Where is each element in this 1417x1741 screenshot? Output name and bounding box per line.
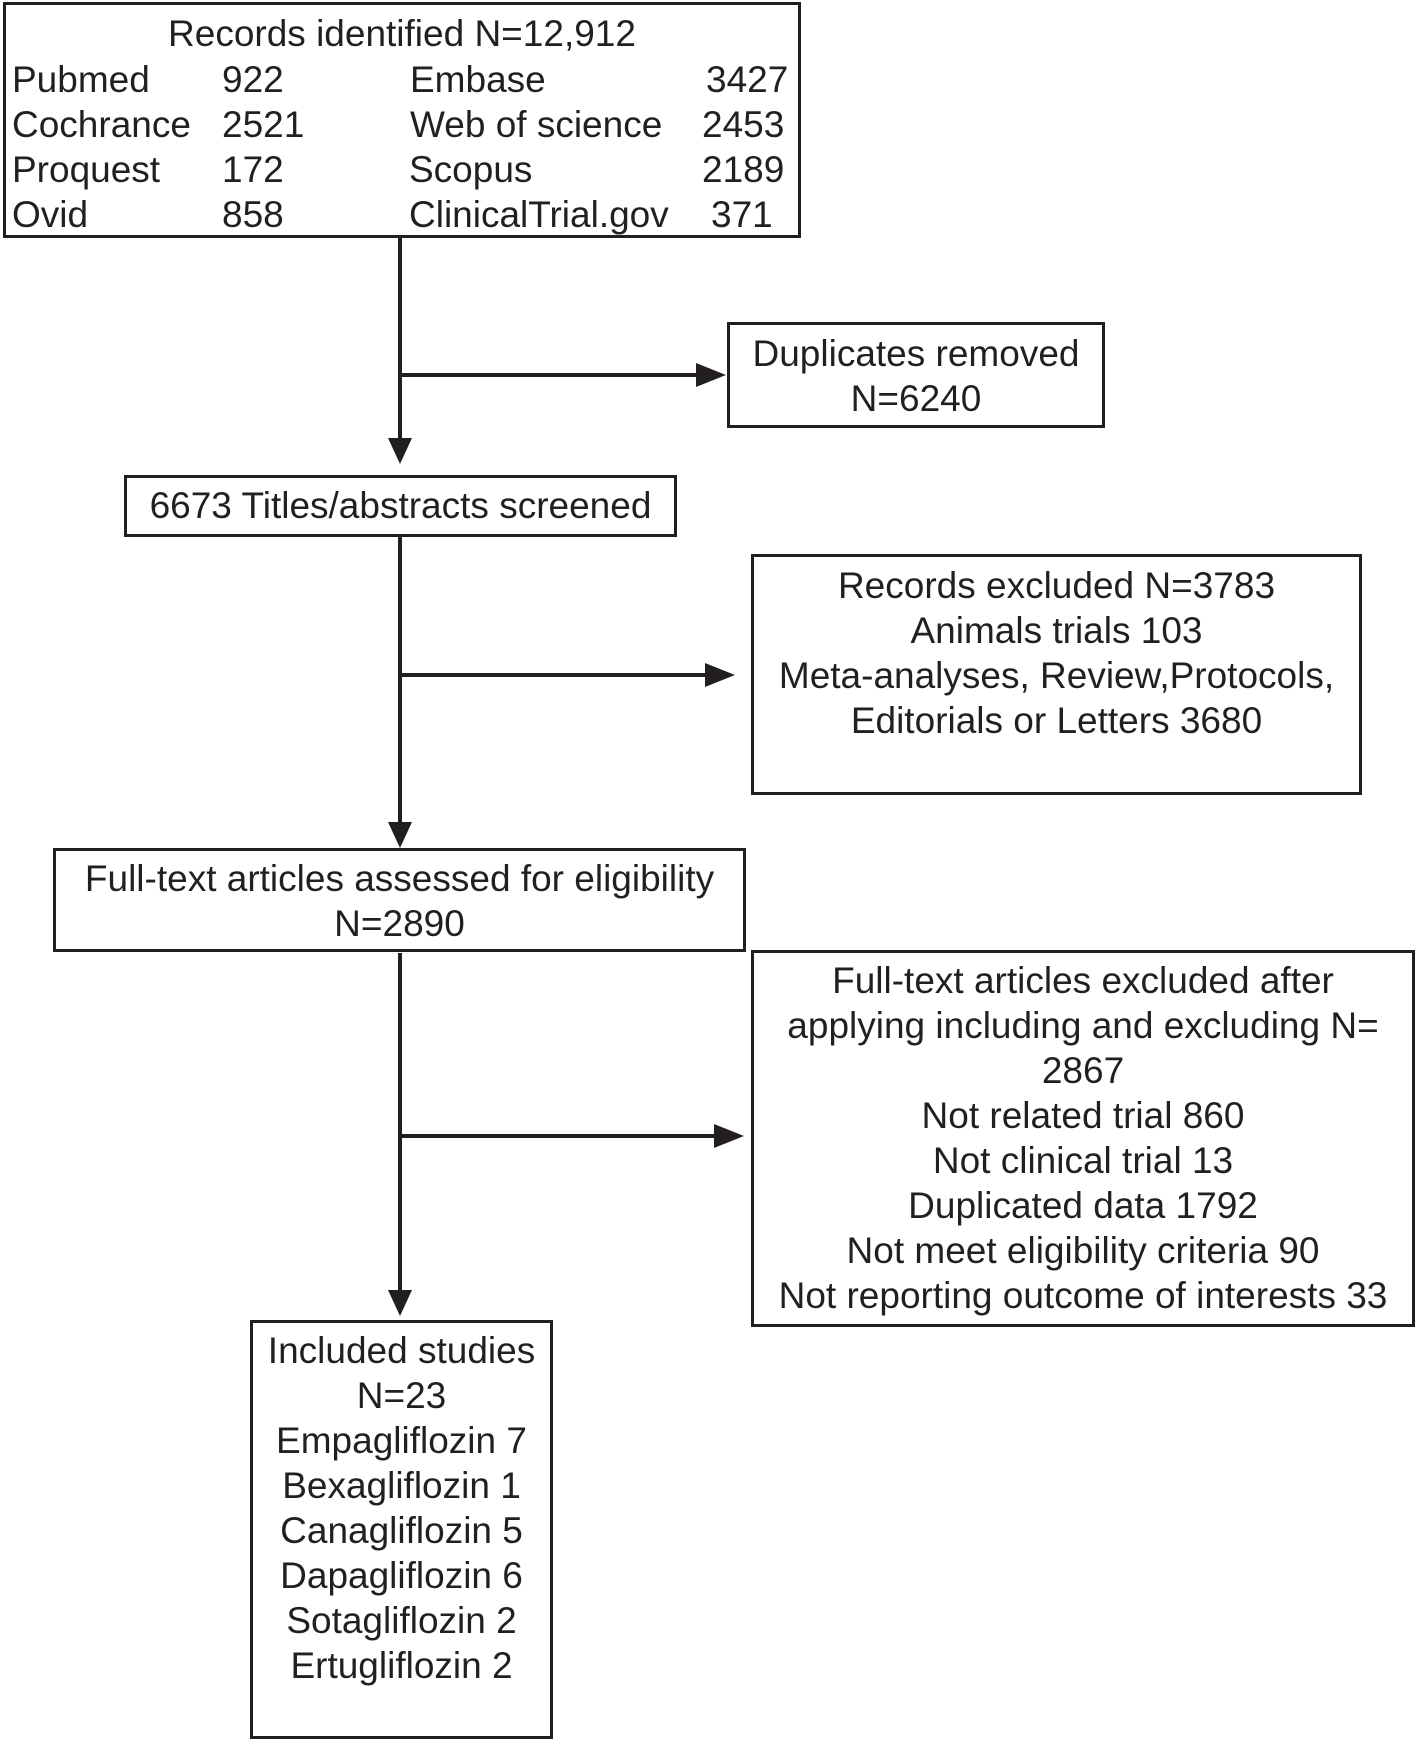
records-excluded-line: Meta-analyses, Review,Protocols,	[778, 655, 1335, 696]
source-name: Ovid	[12, 194, 89, 235]
branch-line-full-text-excluded	[400, 1134, 714, 1138]
source-count: 2189	[702, 149, 785, 190]
records-excluded-line: Animals trials 103	[910, 610, 1203, 651]
source-count: 2453	[702, 104, 785, 145]
duplicates-removed-count: N=6240	[850, 378, 982, 419]
arrow-to-full-text-excluded	[714, 1124, 744, 1148]
flow-line-2	[398, 536, 402, 823]
full-text-excluded-line: Full-text articles excluded after	[832, 960, 1334, 1001]
included-studies-line: Sotagliflozin 2	[286, 1600, 517, 1641]
full-text-assessed-label: Full-text articles assessed for eligibil…	[84, 858, 715, 899]
included-studies-line: Dapagliflozin 6	[280, 1555, 523, 1596]
branch-line-duplicates	[400, 373, 696, 377]
full-text-excluded-line: applying including and excluding N=	[787, 1005, 1379, 1046]
source-count: 2521	[222, 104, 305, 145]
source-name: Cochrance	[12, 104, 191, 145]
arrow-to-screened	[388, 438, 412, 464]
source-count: 858	[222, 194, 284, 235]
flow-line-3	[398, 953, 402, 1291]
included-studies-line: Bexagliflozin 1	[282, 1465, 521, 1506]
full-text-excluded-line: 2867	[1041, 1050, 1125, 1091]
full-text-excluded-box: Full-text articles excluded after applyi…	[751, 950, 1415, 1327]
duplicates-removed-box: Duplicates removed N=6240	[727, 322, 1105, 428]
included-studies-line: N=23	[356, 1375, 447, 1416]
source-name: Web of science	[410, 104, 663, 145]
full-text-excluded-line: Duplicated data 1792	[908, 1185, 1258, 1226]
full-text-assessed-box: Full-text articles assessed for eligibil…	[53, 848, 746, 952]
arrow-to-duplicates	[696, 363, 726, 387]
full-text-assessed-count: N=2890	[334, 903, 465, 944]
screened-box: 6673 Titles/abstracts screened	[124, 475, 677, 537]
arrow-to-included	[388, 1290, 412, 1316]
records-excluded-line: Editorials or Letters 3680	[850, 700, 1263, 741]
included-studies-line: Ertugliflozin 2	[290, 1645, 513, 1686]
full-text-excluded-line: Not clinical trial 13	[932, 1140, 1234, 1181]
full-text-excluded-line: Not reporting outcome of interests 33	[778, 1275, 1388, 1316]
screened-label: 6673 Titles/abstracts screened	[149, 485, 652, 526]
source-name: Pubmed	[12, 59, 150, 100]
full-text-excluded-line: Not related trial 860	[921, 1095, 1245, 1136]
source-count: 371	[711, 194, 773, 235]
arrow-to-records-excluded	[705, 663, 735, 687]
source-name: Embase	[410, 59, 546, 100]
source-name: Scopus	[409, 149, 533, 190]
source-count: 922	[222, 59, 284, 100]
full-text-excluded-line: Not meet eligibility criteria 90	[846, 1230, 1320, 1271]
source-name: Proquest	[12, 149, 161, 190]
source-count: 172	[222, 149, 284, 190]
included-studies-box: Included studies N=23 Empagliflozin 7 Be…	[250, 1320, 553, 1739]
records-identified-box: Records identified N=12,912 Pubmed 922 C…	[3, 2, 801, 238]
records-excluded-line: Records excluded N=3783	[837, 565, 1276, 606]
source-count: 3427	[706, 59, 789, 100]
records-excluded-box: Records excluded N=3783 Animals trials 1…	[751, 554, 1362, 795]
duplicates-removed-label: Duplicates removed	[752, 333, 1080, 374]
source-name: ClinicalTrial.gov	[409, 194, 669, 235]
included-studies-line: Included studies	[267, 1330, 536, 1371]
records-identified-title: Records identified N=12,912	[168, 13, 636, 54]
included-studies-line: Empagliflozin 7	[276, 1420, 527, 1461]
arrow-to-full-text	[388, 822, 412, 848]
branch-line-records-excluded	[400, 673, 705, 677]
included-studies-line: Canagliflozin 5	[280, 1510, 523, 1551]
flow-line-1	[398, 238, 402, 438]
